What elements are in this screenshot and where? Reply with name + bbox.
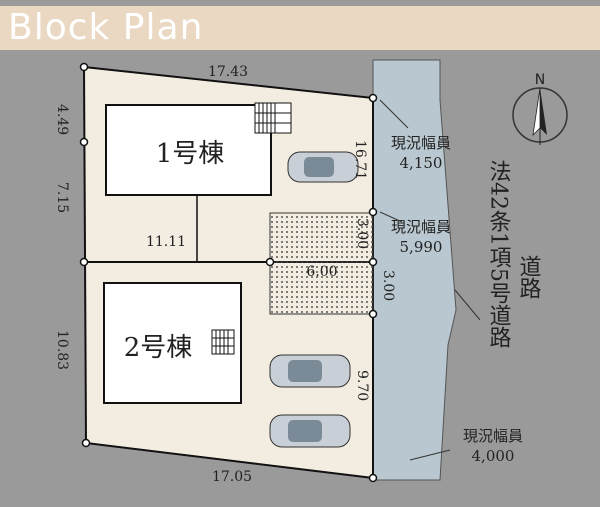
- dim-right-upper: 16.71: [352, 140, 368, 180]
- road-leader: [454, 289, 481, 321]
- building-1-label: 1号棟: [156, 139, 225, 169]
- road-leader: [379, 99, 409, 129]
- building-1: [105, 104, 272, 196]
- road-width-value-1: 4,150: [400, 154, 443, 172]
- north-label: N: [535, 72, 545, 88]
- road-leader: [379, 211, 403, 223]
- road-width-value-3: 4,000: [472, 447, 515, 465]
- dim-top: 17.43: [208, 64, 248, 80]
- dim-left-bottom: 10.83: [54, 330, 70, 370]
- dim-divider: 11.11: [146, 234, 186, 250]
- north-compass-icon: [512, 87, 568, 145]
- road-area: [372, 59, 457, 481]
- car-icon: [269, 414, 351, 448]
- parking-area-1: [269, 212, 374, 263]
- road-width-value-2: 5,990: [400, 238, 443, 256]
- page-title: Block Plan: [8, 7, 204, 48]
- road-width-label-1: 現況幅員: [391, 134, 451, 152]
- dim-parking-w: 6.00: [306, 264, 337, 280]
- road-width-label-2: 現況幅員: [391, 218, 451, 236]
- survey-points: [79, 62, 378, 483]
- legal-road-text: 法42条1項5号道路: [486, 160, 512, 348]
- dim-left-top: 4.49: [54, 104, 70, 135]
- road-width-label-3: 現況幅員: [463, 427, 523, 445]
- building-2-label: 2号棟: [124, 333, 193, 363]
- stairs-icon: [254, 102, 292, 134]
- stairs-icon: [211, 329, 235, 355]
- dim-bottom: 17.05: [212, 469, 252, 485]
- dim-right-lower: 9.70: [354, 370, 370, 401]
- dim-left-mid: 7.15: [54, 182, 70, 213]
- parking-area-2: [269, 261, 374, 315]
- legal-road-text-2: 道路: [516, 255, 542, 299]
- title-band: [0, 6, 600, 50]
- car-icon: [269, 354, 351, 388]
- car-icon: [287, 151, 359, 183]
- road-leader: [409, 449, 451, 461]
- dim-parking-h2: 3.00: [380, 270, 396, 301]
- dim-parking-h1: 3.00: [354, 218, 370, 249]
